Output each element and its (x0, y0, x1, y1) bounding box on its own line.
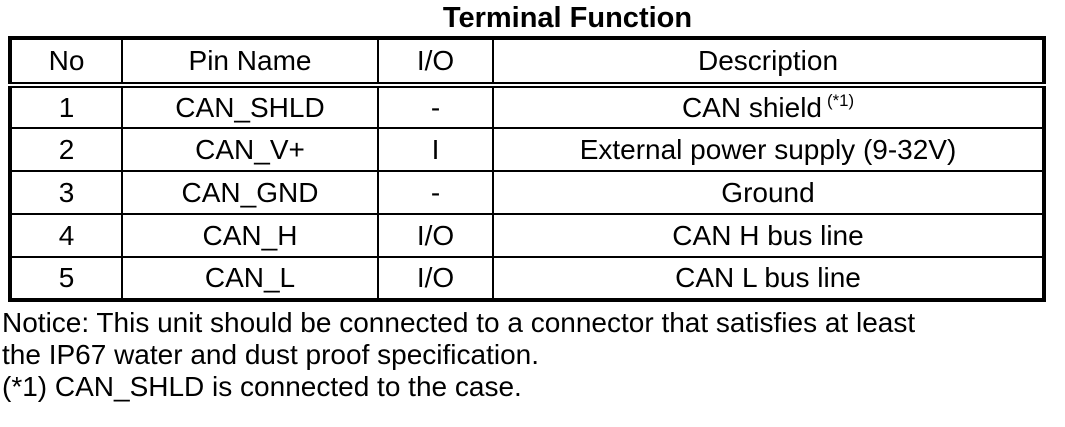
cell-io: - (377, 170, 494, 215)
notice-text-line2: the IP67 water and dust proof specificat… (2, 339, 539, 370)
cell-pin-name: CAN_L (121, 256, 379, 301)
cell-pin-name: CAN_GND (121, 170, 379, 215)
cell-no: 2 (9, 127, 123, 172)
header-row: No Pin Name I/O Description (9, 37, 1045, 88)
page-title: Terminal Function (442, 2, 693, 34)
cell-pin-name: CAN_SHLD (121, 84, 379, 129)
table-row: 4 CAN_H I/O CAN H bus line (9, 213, 1045, 258)
cell-io: I/O (377, 256, 494, 301)
cell-pin-name: CAN_H (121, 213, 379, 258)
column-header-pin-name: Pin Name (121, 37, 379, 88)
column-header-io: I/O (377, 37, 494, 88)
cell-no: 1 (9, 84, 123, 129)
footnote-text: (*1) CAN_SHLD is connected to the case. (2, 371, 522, 402)
cell-io: - (377, 84, 494, 129)
cell-no: 3 (9, 170, 123, 215)
cell-description: CAN H bus line (492, 213, 1045, 258)
terminal-function-table: No Pin Name I/O Description 1 CAN_SHLD -… (8, 36, 1046, 302)
cell-io: I (377, 127, 494, 172)
cell-description: External power supply (9-32V) (492, 127, 1045, 172)
cell-no: 5 (9, 256, 123, 301)
column-header-description: Description (492, 37, 1045, 88)
cell-pin-name: CAN_V+ (121, 127, 379, 172)
cell-io: I/O (377, 213, 494, 258)
notice-text-line1: Notice: This unit should be connected to… (2, 307, 916, 338)
table-row: 5 CAN_L I/O CAN L bus line (9, 256, 1045, 301)
table-row: 1 CAN_SHLD - CAN shield(*1) (9, 84, 1045, 129)
cell-description: Ground (492, 170, 1045, 215)
table-row: 2 CAN_V+ I External power supply (9-32V) (9, 127, 1045, 172)
cell-no: 4 (9, 213, 123, 258)
cell-description: CAN L bus line (492, 256, 1045, 301)
description-text: CAN shield (681, 91, 822, 123)
table-row: 3 CAN_GND - Ground (9, 170, 1045, 215)
cell-description: CAN shield(*1) (492, 84, 1045, 129)
notice-block: Notice: This unit should be connected to… (2, 307, 1065, 403)
footnote-ref: (*1) (827, 91, 855, 111)
column-header-no: No (9, 37, 123, 88)
